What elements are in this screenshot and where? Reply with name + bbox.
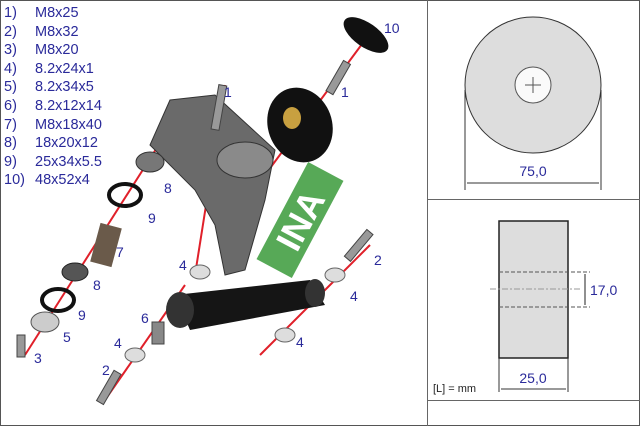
parts-list-item: 8) 18x20x12	[4, 134, 102, 153]
pulley-hub	[216, 141, 274, 179]
unit-note: [L] = mm	[433, 383, 476, 395]
part-spec: M8x18x40	[35, 116, 102, 133]
bolt	[210, 84, 228, 131]
damper-eye	[166, 292, 194, 328]
parts-list: 1) M8x25 2) M8x32 3) M8x20 4) 8.2x24x1 5) 8.2…	[4, 4, 102, 190]
callout-label: 3	[34, 350, 42, 366]
washer	[189, 264, 211, 280]
callout-label: 9	[148, 210, 156, 226]
callout-label: 8	[164, 180, 172, 196]
part-number: 2)	[4, 23, 17, 40]
tensioner-bracket	[149, 94, 276, 276]
bore-label: 17,0	[590, 282, 617, 298]
bolt	[95, 369, 122, 406]
part-number: 7)	[4, 116, 17, 133]
bushing	[61, 262, 89, 282]
seal-ring	[107, 182, 143, 208]
bolt	[16, 334, 26, 358]
divider	[427, 0, 428, 426]
pulley-front-view: 75,0	[464, 16, 602, 190]
part-spec: 48x52x4	[35, 172, 90, 189]
parts-list-item: 4) 8.2x24x1	[4, 60, 102, 79]
part-spec: 8.2x12x14	[35, 97, 102, 114]
part-number: 10)	[4, 172, 25, 189]
washer	[274, 327, 296, 343]
part-spec: M8x20	[35, 42, 79, 59]
part-number: 6)	[4, 97, 17, 114]
part-number: 5)	[4, 79, 17, 96]
damper-eye	[305, 279, 325, 307]
callout-label: 7	[116, 244, 124, 260]
part-number: 3)	[4, 42, 17, 59]
part-number: 9)	[4, 153, 17, 170]
callout-label: 1	[341, 84, 349, 100]
pulley-side-view: 17,0 25,0 [L] = mm	[433, 220, 617, 395]
bushing	[135, 151, 165, 173]
width-label: 25,0	[519, 370, 546, 386]
diameter-label: 75,0	[519, 163, 546, 179]
bolt	[325, 59, 352, 96]
callout-label: 8	[93, 277, 101, 293]
parts-list-item: 10) 48x52x4	[4, 171, 102, 190]
part-number: 4)	[4, 60, 17, 77]
spacer	[151, 321, 165, 345]
callouts: 10 1 1 8 9 7 8 9 5 3 4 2 4 6 4 4 2	[34, 20, 400, 378]
part-spec: M8x32	[35, 23, 79, 40]
callout-label: 1	[224, 84, 232, 100]
parts-list-item: 5) 8.2x34x5	[4, 78, 102, 97]
divider	[427, 199, 640, 200]
callout-label: 9	[78, 307, 86, 323]
sleeve	[90, 222, 122, 268]
washer	[30, 311, 60, 333]
seal-ring	[40, 287, 76, 313]
callout-label: 4	[114, 335, 122, 351]
part-spec: 25x34x5.5	[35, 153, 102, 170]
pulley-bearing	[283, 107, 301, 129]
callout-label: 4	[350, 288, 358, 304]
washer	[324, 267, 346, 283]
parts-list-item: 9) 25x34x5.5	[4, 153, 102, 172]
parts-list-item: 7) M8x18x40	[4, 116, 102, 135]
parts-list-item: 1) M8x25	[4, 4, 102, 23]
ina-logo: INA	[256, 162, 344, 278]
parts-list-item: 2) M8x32	[4, 23, 102, 42]
part-spec: 8.2x34x5	[35, 79, 94, 96]
parts-list-item: 3) M8x20	[4, 41, 102, 60]
callout-label: 2	[102, 362, 110, 378]
bolt	[343, 228, 374, 263]
callout-label: 4	[296, 334, 304, 350]
part-spec: 8.2x24x1	[35, 60, 94, 77]
parts-list-item: 6) 8.2x12x14	[4, 97, 102, 116]
callout-label: 5	[63, 329, 71, 345]
part-number: 8)	[4, 135, 17, 152]
callout-label: 6	[141, 310, 149, 326]
part-spec: 18x20x12	[35, 135, 98, 152]
idler-pulley	[267, 87, 333, 163]
cover-disc	[343, 17, 389, 53]
callout-label: 4	[179, 257, 187, 273]
damper-body	[175, 280, 325, 330]
part-spec: M8x25	[35, 5, 79, 21]
callout-label: 10	[384, 20, 400, 36]
callout-label: 2	[374, 252, 382, 268]
pulley-profile	[498, 220, 569, 359]
part-number: 1)	[4, 5, 17, 21]
washer	[124, 347, 146, 363]
divider	[427, 400, 640, 401]
